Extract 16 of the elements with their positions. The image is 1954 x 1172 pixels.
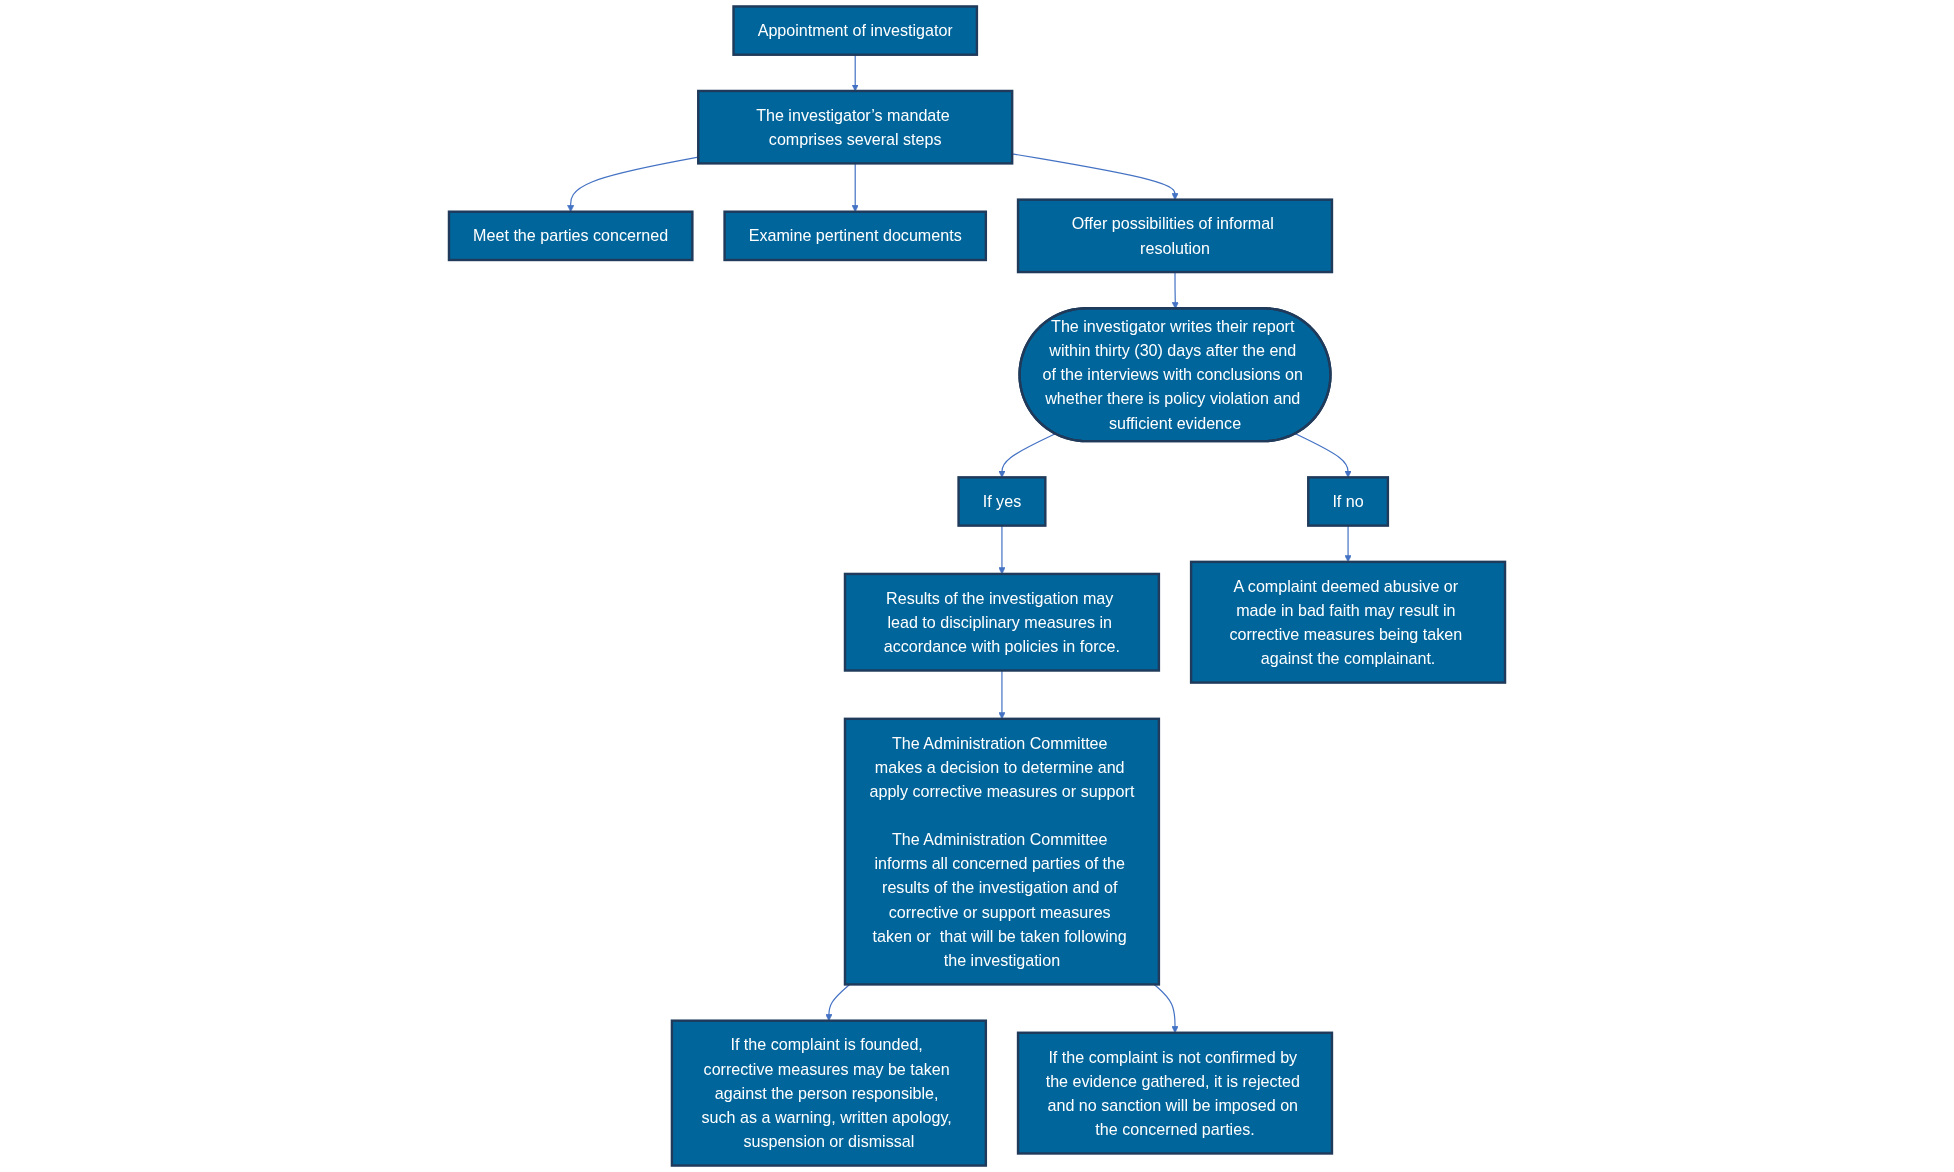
node-box: Results of the investigation may lead to disciplinary measures in accordance with policies in force. bbox=[843, 572, 1161, 672]
node-box: If the complaint is founded, corrective measures may be taken against the person responsible, such as a warning, written apology, suspension or dismissal bbox=[670, 1019, 988, 1167]
node-box: If no bbox=[1307, 476, 1390, 527]
arrow bbox=[998, 433, 1056, 478]
node-box: If yes bbox=[957, 476, 1047, 527]
node-box: Examine pertinent documents bbox=[723, 210, 988, 262]
node-box: Meet the parties concerned bbox=[447, 210, 694, 262]
arrow bbox=[1294, 433, 1352, 478]
node-box: The Administration Committee makes a decision to determine and apply corrective measures or support The Administration Committee informs all concerned parties of the results of the investigation and of corrective or support measures taken or that will be taken following the investigation bbox=[843, 717, 1161, 986]
node-box: If the complaint is not confirmed by the evidence gathered, it is rejected and no sanction will be imposed on the concerned parties. bbox=[1016, 1031, 1334, 1155]
node-box: Offer possibilities of informal resolution bbox=[1016, 198, 1334, 274]
arrow bbox=[567, 156, 699, 212]
node-box: A complaint deemed abusive or made in bad faith may result in corrective measures being taken against the complainant. bbox=[1189, 560, 1507, 684]
node-box: The investigator’s mandate comprises several steps bbox=[697, 89, 1014, 165]
arrow bbox=[825, 983, 851, 1021]
node-box: Appointment of investigator bbox=[732, 5, 979, 56]
